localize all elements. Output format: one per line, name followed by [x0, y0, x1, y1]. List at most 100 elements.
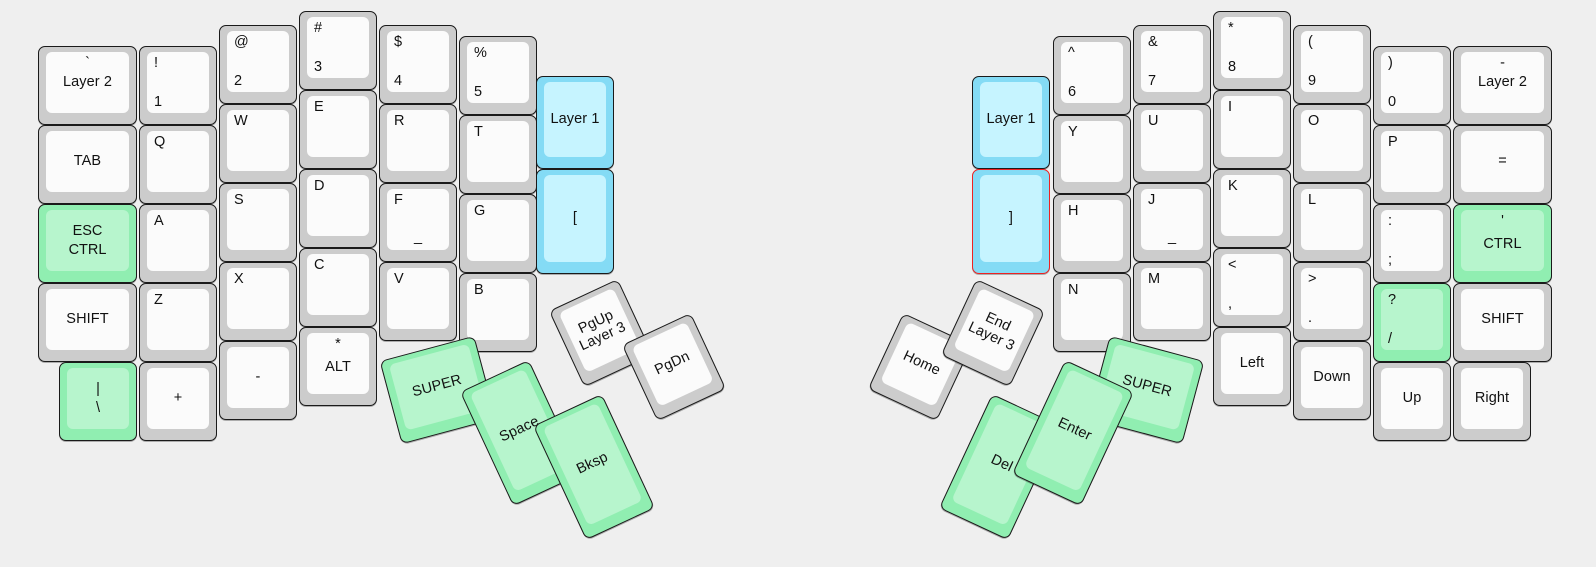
key-l-r3-c3[interactable]: S: [219, 183, 297, 262]
key-legend-main: +: [173, 389, 183, 406]
key-r-r3-c3[interactable]: K: [1213, 169, 1291, 248]
keycap-r-r1-c4: (9: [1301, 31, 1363, 92]
keycap-l-r2-c4: E: [307, 96, 369, 157]
key-r-r1-c4[interactable]: (9: [1293, 25, 1371, 104]
key-l-r4-c3[interactable]: X: [219, 262, 297, 341]
key-legend-main: Down: [1313, 368, 1351, 385]
key-l-r2-c4[interactable]: E: [299, 90, 377, 169]
key-legend-shifted: &: [1148, 34, 1158, 50]
keycap-r-r2-c1: Y: [1061, 121, 1123, 182]
key-l-r4-c4[interactable]: C: [299, 248, 377, 327]
keycap-r-r1-c1: ^6: [1061, 42, 1123, 103]
key-l-r5-c2[interactable]: +: [139, 362, 217, 441]
key-r-r3-c4[interactable]: L: [1293, 183, 1371, 262]
key-r-r2-c4[interactable]: O: [1293, 104, 1371, 183]
keycap-r-r2-c0: ]: [980, 175, 1042, 262]
key-l-r2-c3[interactable]: W: [219, 104, 297, 183]
key-l-r1-c5[interactable]: $4: [379, 25, 457, 104]
key-r-r1-c3[interactable]: *8: [1213, 11, 1291, 90]
keycap-l-r1-c4: #3: [307, 17, 369, 78]
keycap-l-r5-c2: +: [147, 368, 209, 429]
key-r-r1-c1[interactable]: ^6: [1053, 36, 1131, 115]
key-r-r3-c6[interactable]: 'CTRL: [1453, 204, 1552, 283]
key-r-r2-c2[interactable]: U: [1133, 104, 1211, 183]
key-r-r4-c2[interactable]: M: [1133, 262, 1211, 341]
key-l-r2-c5[interactable]: R: [379, 104, 457, 183]
keycap-l-r5-c1: |\: [67, 368, 129, 429]
key-legend-shifted: U: [1148, 113, 1159, 129]
key-r-r3-c5[interactable]: :;: [1373, 204, 1451, 283]
key-r-r1-c0[interactable]: Layer 1: [972, 76, 1050, 169]
key-l-r2-c2[interactable]: Q: [139, 125, 217, 204]
key-legend-shifted: @: [234, 34, 249, 50]
key-l-r1-c7[interactable]: Layer 1: [536, 76, 614, 169]
keycap-r-r5-c4: Down: [1301, 347, 1363, 408]
keycap-l-r1-c5: $4: [387, 31, 449, 92]
keycap-r-r2-c2: U: [1141, 110, 1203, 171]
key-l-r1-c6[interactable]: %5: [459, 36, 537, 115]
key-r-r4-c6[interactable]: SHIFT: [1453, 283, 1552, 362]
key-legend-base: 6: [1068, 83, 1077, 100]
key-l-r3-c5[interactable]: F_: [379, 183, 457, 262]
key-l-r3-c4[interactable]: D: [299, 169, 377, 248]
key-legend-shifted: -: [1500, 55, 1505, 71]
key-legend-shifted: D: [314, 178, 325, 194]
key-r-r1-c5[interactable]: )0: [1373, 46, 1451, 125]
keycap-l-r2-c2: Q: [147, 131, 209, 192]
key-l-r4-c5[interactable]: V: [379, 262, 457, 341]
key-legend-base: 5: [474, 83, 483, 100]
key-l-r5-c1[interactable]: |\: [59, 362, 137, 441]
keycap-r-r2-c6: =: [1461, 131, 1544, 192]
key-legend-shifted: C: [314, 257, 325, 273]
key-l-r1-c4[interactable]: #3: [299, 11, 377, 90]
key-legend-base: 7: [1148, 72, 1157, 89]
key-l-r5-c4[interactable]: *ALT: [299, 327, 377, 406]
key-legend-main: Layer 2: [62, 73, 113, 90]
key-l-r2-c6[interactable]: T: [459, 115, 537, 194]
key-r-r1-c2[interactable]: &7: [1133, 25, 1211, 104]
key-r-r2-c3[interactable]: I: [1213, 90, 1291, 169]
key-legend-shifted: ESC: [72, 223, 103, 240]
key-r-r2-c0[interactable]: ]: [972, 169, 1050, 274]
key-legend-main: SHIFT: [66, 310, 109, 327]
key-legend-base: CTRL: [68, 241, 107, 258]
key-legend-shifted: K: [1228, 178, 1238, 194]
key-r-r2-c1[interactable]: Y: [1053, 115, 1131, 194]
keycap-l-r3-c2: A: [147, 210, 209, 271]
key-r-r4-c4[interactable]: >.: [1293, 262, 1371, 341]
key-r-r5-c6[interactable]: Right: [1453, 362, 1531, 441]
key-l-r4-c1[interactable]: SHIFT: [38, 283, 137, 362]
keycap-l-r3-c6: G: [467, 200, 529, 261]
key-l-r1-c2[interactable]: !1: [139, 46, 217, 125]
key-r-r3-c1[interactable]: H: [1053, 194, 1131, 273]
key-l-r4-c2[interactable]: Z: [139, 283, 217, 362]
key-legend-shifted: G: [474, 203, 486, 219]
key-r-r5-c5[interactable]: Up: [1373, 362, 1451, 441]
key-r-r4-c5[interactable]: ?/: [1373, 283, 1451, 362]
key-l-r1-c3[interactable]: @2: [219, 25, 297, 104]
key-r-r3-c2[interactable]: J_: [1133, 183, 1211, 262]
key-legend-main: Up: [1402, 389, 1422, 406]
key-legend-base: 2: [234, 72, 243, 89]
keycap-l-r4-c5: V: [387, 268, 449, 329]
key-l-r2-c7[interactable]: [: [536, 169, 614, 274]
key-legend-shifted: T: [474, 124, 483, 140]
keycap-l-r3-c3: S: [227, 189, 289, 250]
keycap-l-r2-c1: TAB: [46, 131, 129, 192]
key-l-r5-c3[interactable]: -: [219, 341, 297, 420]
key-l-r3-c6[interactable]: G: [459, 194, 537, 273]
key-l-r2-c1[interactable]: TAB: [38, 125, 137, 204]
key-r-r2-c5[interactable]: P: [1373, 125, 1451, 204]
key-l-r4-c6[interactable]: B: [459, 273, 537, 352]
key-r-r1-c6[interactable]: -Layer 2: [1453, 46, 1552, 125]
key-r-r5-c3[interactable]: Left: [1213, 327, 1291, 406]
key-r-r2-c6[interactable]: =: [1453, 125, 1552, 204]
key-l-r3-c2[interactable]: A: [139, 204, 217, 283]
key-r-r5-c4[interactable]: Down: [1293, 341, 1371, 420]
key-r-r4-c3[interactable]: <,: [1213, 248, 1291, 327]
keycap-r-t-end: End Layer 3: [953, 287, 1036, 373]
key-l-r1-c1[interactable]: `Layer 2: [38, 46, 137, 125]
